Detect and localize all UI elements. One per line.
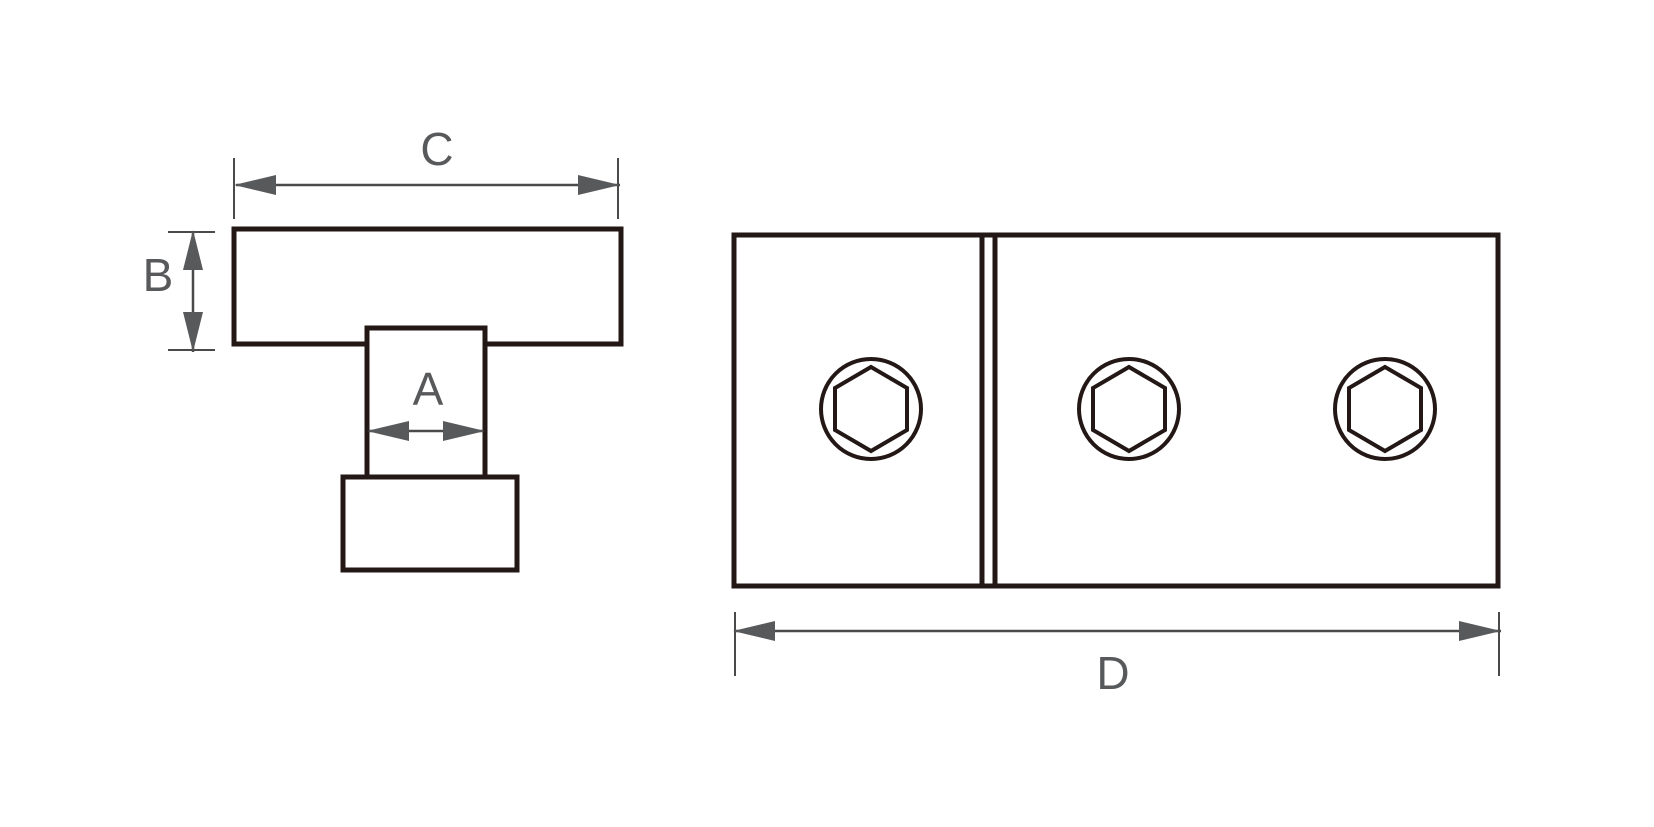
dimension-b-label: B: [143, 249, 174, 301]
dimension-b: B: [143, 230, 215, 352]
dimension-c-label: C: [420, 123, 453, 175]
dimension-c: C: [233, 123, 620, 219]
dimension-b-arrow-bottom: [183, 312, 203, 352]
bolt-2-head: [1077, 357, 1181, 461]
bolt-2-hex-socket: [1091, 364, 1167, 454]
plate-outline: [731, 232, 1501, 589]
dimension-d: D: [733, 612, 1501, 699]
bolt-1-head: [819, 357, 923, 461]
clamp-base: [340, 474, 520, 573]
hex-bolt-3: [1333, 357, 1437, 461]
dimension-c-arrow-right: [578, 175, 620, 195]
bolt-1-hex-socket: [833, 364, 909, 454]
bolt-3-head: [1333, 357, 1437, 461]
hex-bolt-1: [819, 357, 923, 461]
bolt-3-hex-socket: [1347, 364, 1423, 454]
side-view: C B A: [143, 123, 624, 573]
dimension-a: A: [367, 363, 485, 441]
clamp-top-bar: [231, 226, 624, 347]
top-view: D: [731, 232, 1501, 699]
dimension-a-arrow-left: [367, 421, 409, 441]
dimension-a-arrow-right: [443, 421, 485, 441]
dimension-d-arrow-left: [733, 621, 775, 641]
dimension-b-arrow-top: [183, 230, 203, 270]
dimension-c-arrow-left: [234, 175, 276, 195]
dimension-d-arrow-right: [1459, 621, 1501, 641]
hex-bolt-2: [1077, 357, 1181, 461]
dimension-a-label: A: [413, 363, 444, 415]
dimension-d-label: D: [1096, 647, 1129, 699]
